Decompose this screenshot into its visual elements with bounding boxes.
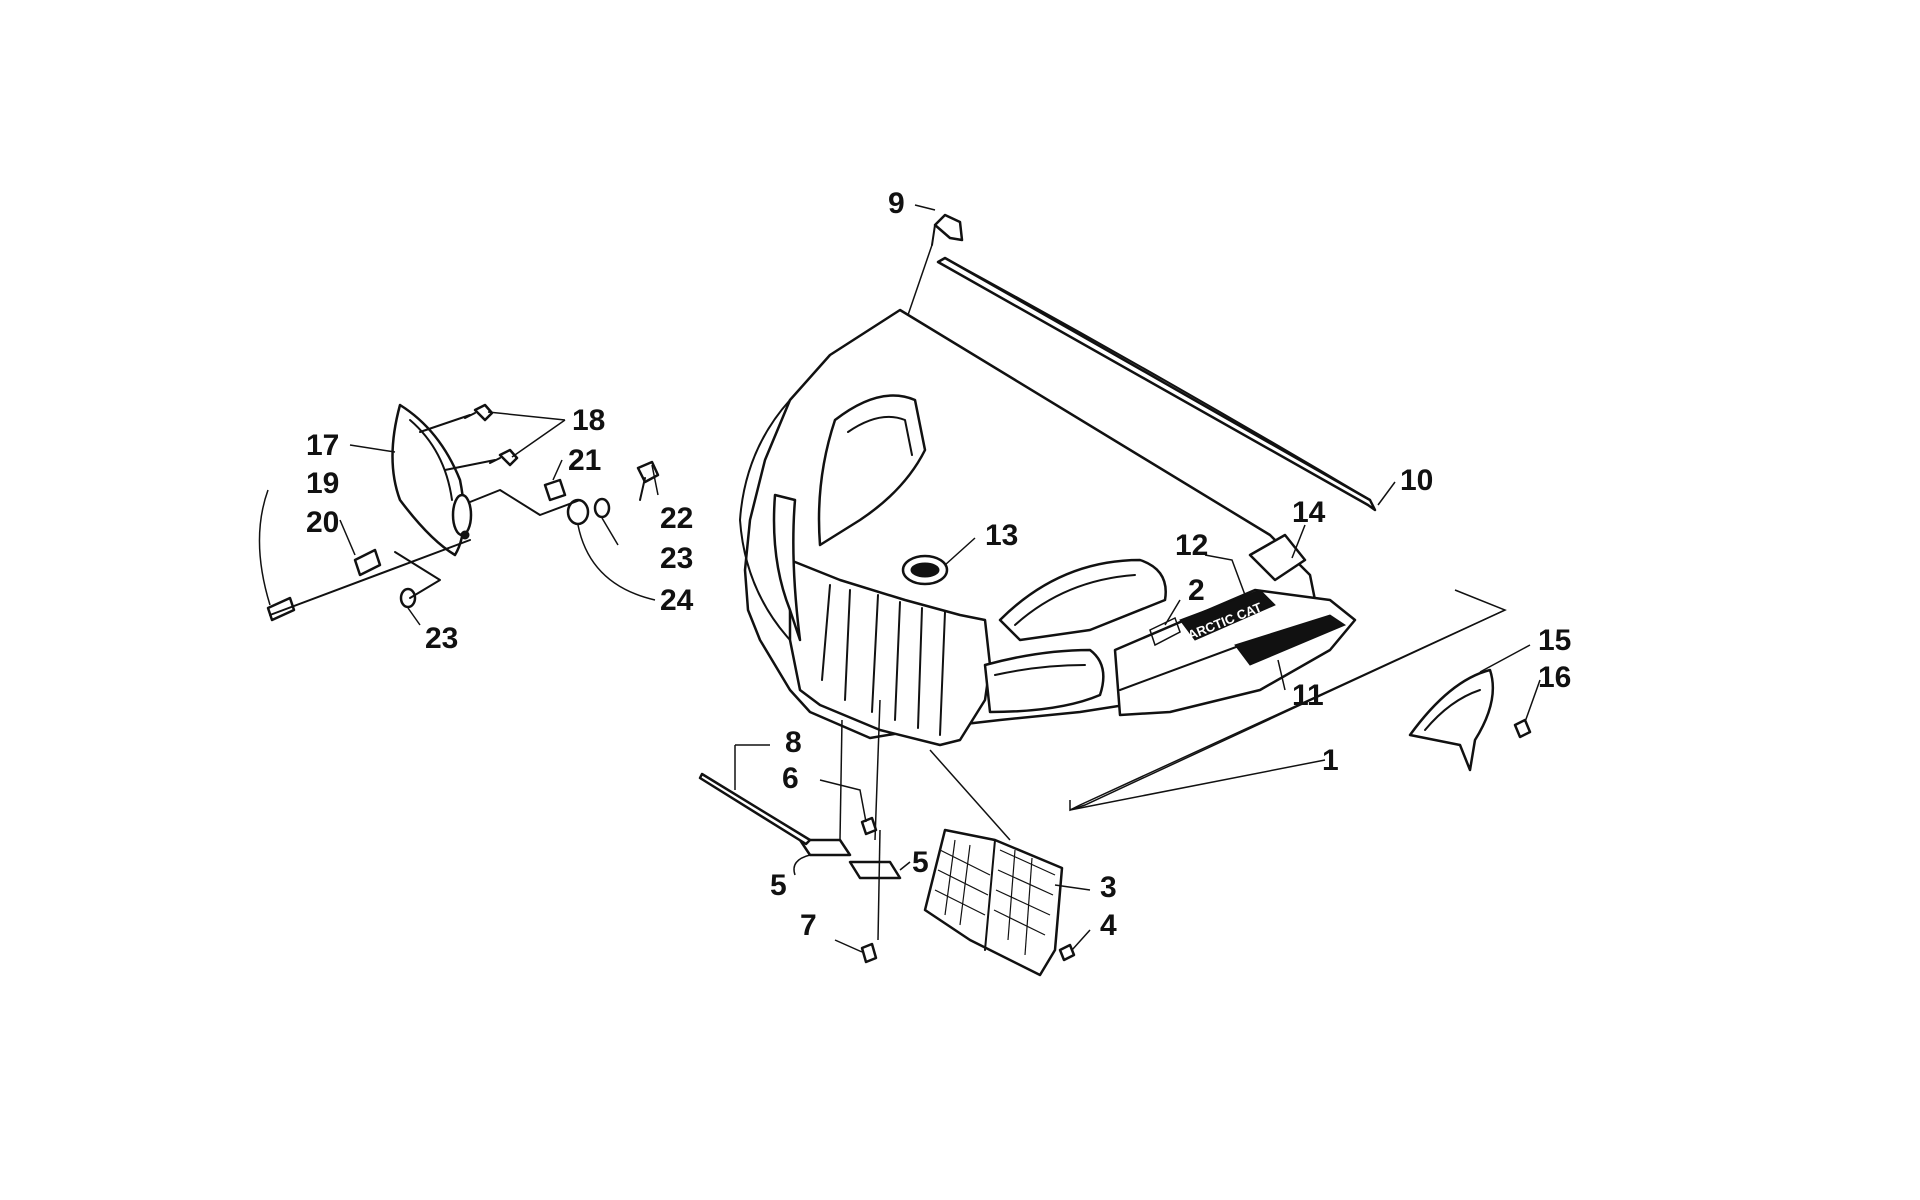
callout-12: 12 — [1175, 529, 1208, 562]
bolt-6 — [860, 816, 878, 836]
callout-11: 11 — [1292, 679, 1324, 712]
bracket-5-right — [848, 860, 902, 880]
callout-4: 4 — [1100, 909, 1117, 942]
callout-numbers: 1 2 3 4 5 5 6 7 8 9 10 11 12 13 14 15 16… — [306, 187, 1571, 942]
screw-4 — [1058, 943, 1076, 962]
headlight-assembly — [391, 403, 473, 557]
callout-17: 17 — [306, 429, 339, 462]
callout-18: 18 — [572, 404, 605, 437]
callout-22: 22 — [660, 502, 693, 535]
bracket-5-left — [798, 838, 852, 857]
callout-5-right: 5 — [912, 846, 929, 879]
hood-assembly: ARCTIC CAT — [739, 308, 1357, 747]
screw-16 — [1513, 718, 1532, 739]
callout-13: 13 — [985, 519, 1018, 552]
callout-24: 24 — [660, 584, 694, 617]
callout-9: 9 — [888, 187, 905, 220]
front-nose — [788, 558, 992, 747]
callout-7: 7 — [800, 909, 817, 942]
washer-23-bottom — [399, 587, 417, 609]
callout-3: 3 — [1100, 871, 1117, 904]
windshield-trim — [936, 256, 1377, 512]
nut-21 — [543, 478, 567, 502]
side-trim — [1248, 533, 1307, 582]
grille-screen — [923, 828, 1064, 977]
washer-23-top — [593, 497, 611, 519]
callout-10: 10 — [1400, 464, 1433, 497]
callout-8: 8 — [785, 726, 802, 759]
callout-6: 6 — [782, 762, 799, 795]
left-scoop — [817, 394, 927, 547]
decal-model — [1234, 614, 1347, 666]
leader-lines — [258, 204, 1541, 953]
callout-2: 2 — [1188, 574, 1205, 607]
mirror-15 — [1408, 668, 1495, 772]
headlight-reflector — [391, 403, 466, 557]
rod-8 — [698, 772, 812, 846]
right-scoop — [998, 558, 1167, 642]
callout-21: 21 — [568, 444, 601, 477]
nut-7 — [860, 942, 878, 964]
callout-19: 19 — [306, 467, 339, 500]
callout-16: 16 — [1538, 661, 1571, 694]
callout-15: 15 — [1538, 624, 1571, 657]
callout-23-top: 23 — [660, 542, 693, 575]
callout-23-bottom: 23 — [425, 622, 458, 655]
socket-19 — [266, 596, 296, 622]
clip-part — [931, 213, 964, 246]
bulb-20 — [353, 548, 382, 577]
left-headlight — [772, 493, 802, 642]
callout-20: 20 — [306, 506, 339, 539]
callout-5-left: 5 — [770, 869, 787, 902]
callout-1: 1 — [1322, 744, 1339, 777]
callout-14: 14 — [1292, 496, 1326, 529]
side-panel — [1113, 588, 1357, 717]
